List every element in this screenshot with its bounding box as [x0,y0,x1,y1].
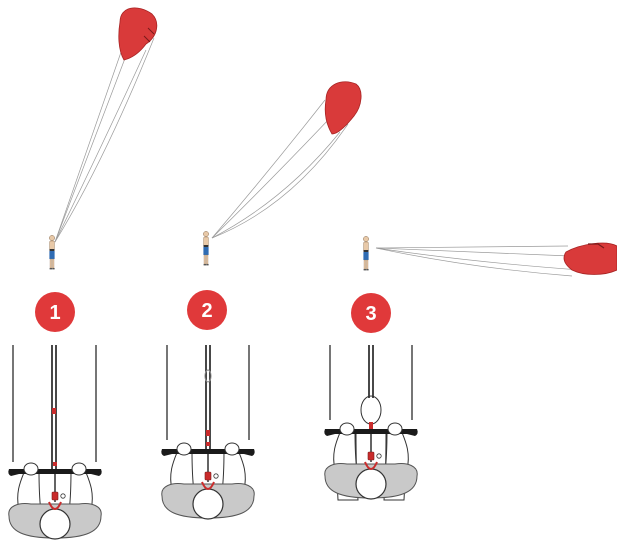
rider-icon [48,234,56,270]
step-badge-2: 2 [187,290,227,330]
kite-2 [211,81,362,239]
kite-3 [375,242,617,277]
control-bar-3 [323,345,419,501]
kite-1-lines [54,31,155,243]
kite-icon [324,81,362,135]
kite-2-lines [211,99,349,239]
rider-icon [202,230,210,266]
control-bar-1 [7,345,103,540]
kite-icon [118,7,158,61]
step-number-1: 1 [49,302,60,324]
control-bar-2 [160,345,256,520]
step-number-2: 2 [201,300,212,322]
step-badge-3: 3 [351,293,391,333]
control-bar-icon [323,421,419,500]
kite-3-lines [375,245,581,277]
control-bar-icon [160,441,256,520]
control-bar-icon [7,461,103,540]
kite-icon [563,242,617,275]
rider-icon [362,235,370,271]
step-badge-1: 1 [35,292,75,332]
kite-1 [54,7,158,243]
step-number-3: 3 [365,303,376,325]
